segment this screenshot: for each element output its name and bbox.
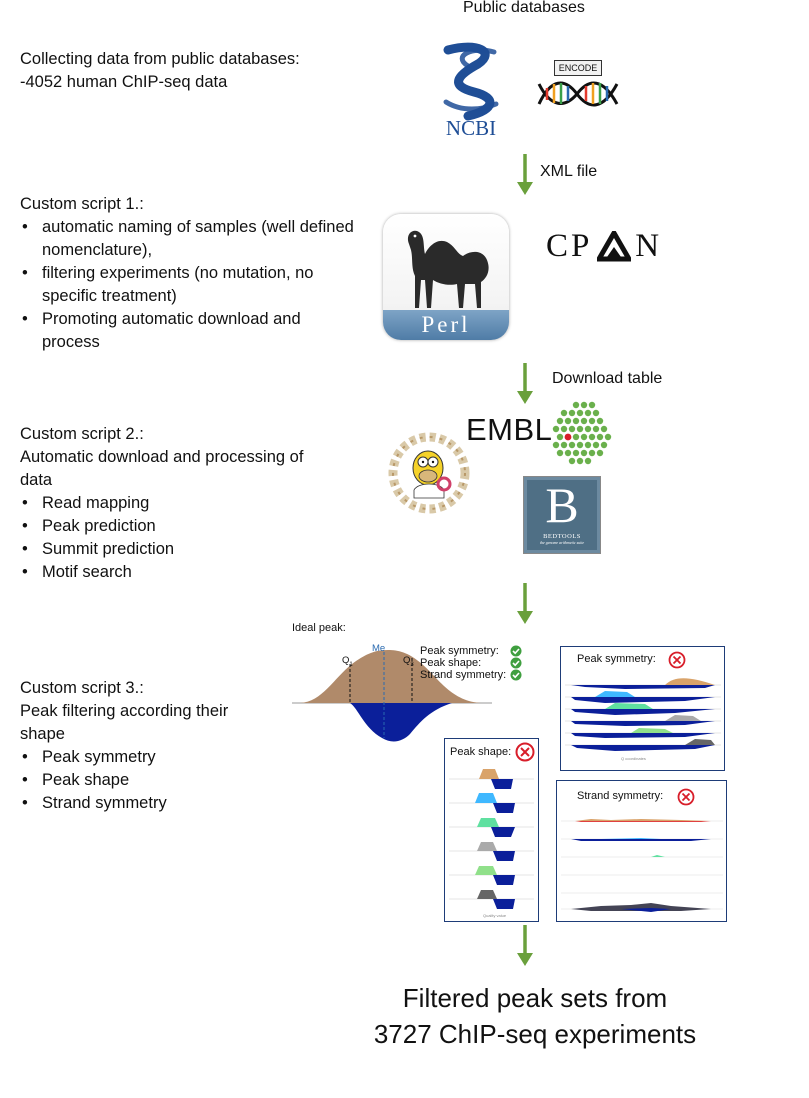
check-row: Strand symmetry:: [420, 669, 535, 681]
strand-symmetry-title: Strand symmetry:: [577, 790, 664, 802]
q3-sub: 3: [410, 661, 414, 668]
result-text: Filtered peak sets from 3727 ChIP-seq ex…: [330, 980, 740, 1052]
embl-label: EMBL: [466, 412, 553, 447]
check-label-symmetry: Peak symmetry:: [420, 645, 499, 657]
list-item: Peak prediction: [20, 515, 340, 538]
bedtools-tagline: the genome arithmetic suite: [539, 540, 585, 545]
list-item: filtering experiments (no mutation, no s…: [20, 262, 355, 308]
list-item: Peak shape: [20, 769, 265, 792]
down-arrow-icon: [517, 583, 533, 624]
list-item: Peak symmetry: [20, 746, 265, 769]
step-1-text: Collecting data from public databases: -…: [20, 48, 350, 94]
cpan-logo: CP N: [546, 227, 660, 268]
cross-icon: [668, 651, 686, 669]
peak-symmetry-title: Peak symmetry:: [577, 653, 656, 665]
peak-shape-title: Peak shape:: [450, 746, 512, 758]
list-item: Promoting automatic download and process: [20, 308, 355, 354]
step-1-title: Collecting data from public databases:: [20, 50, 300, 68]
strand-symmetry-tracks: [561, 819, 723, 912]
step-4-subtitle: Peak filtering according their shape: [20, 702, 229, 743]
q1-letter: Q: [342, 655, 350, 666]
step-3-text: Custom script 2.: Automatic download and…: [20, 423, 340, 584]
list-item: automatic naming of samples (well define…: [20, 216, 355, 262]
bedtools-name: BEDTOOLS: [543, 533, 581, 540]
ncbi-helix-icon: [443, 42, 499, 121]
embl-dots-icon: [552, 401, 612, 465]
encode-label: ENCODE: [554, 60, 602, 76]
ncbi-logo: NCBI: [438, 42, 504, 142]
list-item: Strand symmetry: [20, 792, 265, 815]
cpan-triangle-icon: [594, 227, 634, 261]
ncbi-label: NCBI: [445, 116, 497, 140]
down-arrow-icon: [517, 154, 533, 195]
bedtools-letter: B: [545, 477, 579, 533]
step-3-bullets: Read mapping Peak prediction Summit pred…: [20, 492, 340, 584]
step-2-bullets: automatic naming of samples (well define…: [20, 216, 355, 354]
q3-letter: Q: [403, 655, 411, 666]
strand-symmetry-panel: Strand symmetry:: [556, 780, 727, 922]
perl-logo: Perl: [383, 214, 509, 340]
step-3-subtitle: Automatic download and processing of dat…: [20, 448, 304, 489]
check-icon: [510, 657, 522, 669]
perl-label: Perl: [383, 310, 509, 340]
check-label-strand: Strand symmetry:: [420, 669, 507, 681]
public-databases-label: Public databases: [463, 0, 585, 16]
down-arrow-icon: [517, 925, 533, 966]
ideal-peak-diagram: [292, 650, 492, 742]
cross-icon: [515, 742, 535, 762]
shape-axis-label: Quality value: [483, 913, 507, 918]
step-1-line: -4052 human ChIP-seq data: [20, 73, 228, 91]
peak-shape-panel: Peak shape: Quality value: [444, 738, 539, 922]
list-item: Summit prediction: [20, 538, 340, 561]
download-table-label: Download table: [552, 370, 663, 387]
peak-symmetry-panel: Peak symmetry: Q coordinates: [560, 646, 725, 771]
ideal-peak-title: Ideal peak:: [292, 622, 346, 634]
dna-helix-icon: [537, 81, 619, 107]
perl-camel-icon: [407, 230, 489, 308]
xml-file-label: XML file: [540, 163, 598, 180]
q3-label: Q3: [403, 655, 414, 671]
step-4-text: Custom script 3.: Peak filtering accordi…: [20, 677, 265, 815]
result-line-1: Filtered peak sets from: [402, 983, 668, 1013]
me-label: Me: [372, 643, 386, 654]
down-arrow-icon: [517, 363, 533, 404]
symmetry-axis-label: Q coordinates: [621, 756, 646, 761]
result-line-2: 3727 ChIP-seq experiments: [373, 1019, 697, 1049]
encode-logo: ENCODE: [537, 60, 619, 112]
homer-icon: [388, 432, 470, 514]
q1-sub: 1: [349, 661, 353, 668]
cross-icon: [677, 788, 695, 806]
step-2-text: Custom script 1.: automatic naming of sa…: [20, 193, 355, 354]
check-row: Peak shape:: [420, 657, 535, 669]
q1-label: Q1: [342, 655, 353, 671]
cpan-right: N: [635, 228, 660, 264]
step-4-bullets: Peak symmetry Peak shape Strand symmetry: [20, 746, 265, 815]
check-row: Peak symmetry:: [420, 645, 535, 657]
step-2-title: Custom script 1.:: [20, 195, 144, 213]
check-icon: [510, 645, 522, 657]
ideal-checks: Peak symmetry: Peak shape: Strand symmet…: [420, 645, 535, 681]
list-item: Read mapping: [20, 492, 340, 515]
list-item: Motif search: [20, 561, 340, 584]
check-icon: [510, 669, 522, 681]
peak-shape-tracks: [449, 769, 534, 909]
bedtools-logo: B BEDTOOLS the genome arithmetic suite: [523, 476, 601, 554]
step-3-title: Custom script 2.:: [20, 425, 144, 443]
check-label-shape: Peak shape:: [420, 657, 482, 669]
peak-symmetry-tracks: [565, 678, 721, 751]
step-4-title: Custom script 3.:: [20, 679, 144, 697]
cpan-left: CP: [546, 228, 593, 264]
